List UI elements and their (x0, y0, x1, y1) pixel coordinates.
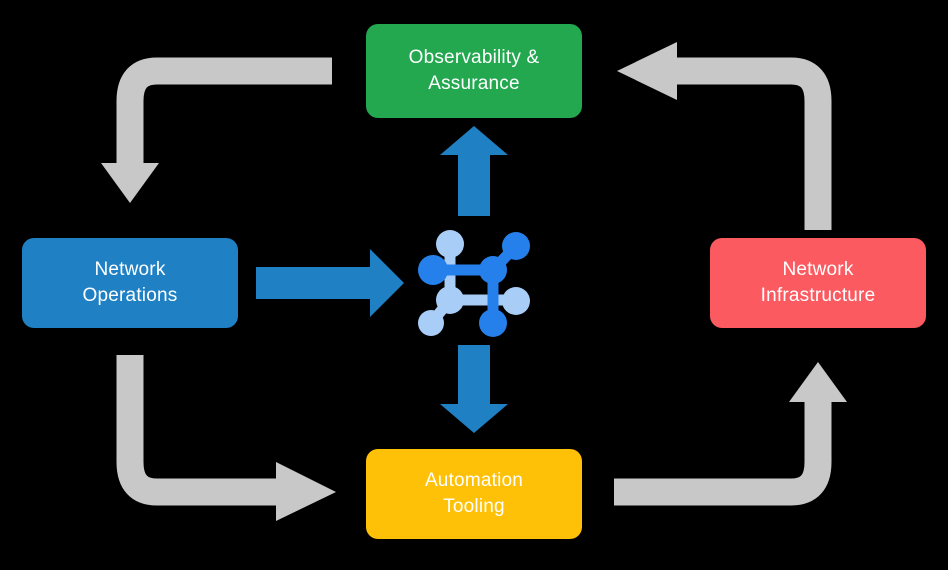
network-topology-icon-svg (418, 230, 530, 337)
node-observability-assurance-label: Observability & Assurance (408, 46, 540, 94)
node-network-operations-label: Network Operations (82, 258, 178, 306)
topology-nodes (418, 230, 530, 337)
connector-infrastructure-to-observability (617, 42, 832, 230)
connector-observability-to-operations (101, 57, 332, 203)
node-network-operations[interactable]: Network Operations (22, 238, 238, 328)
connector-operations-to-center (256, 249, 404, 317)
connector-automation-to-infrastructure (614, 362, 847, 506)
node-network-infrastructure[interactable]: Network Infrastructure (710, 238, 926, 328)
connector-center-to-observability (440, 126, 508, 216)
node-observability-assurance[interactable]: Observability & Assurance (366, 24, 582, 118)
node-automation-tooling-label: Automation Tooling (424, 469, 524, 517)
connector-center-to-automation (440, 345, 508, 433)
connector-operations-to-automation (116, 355, 336, 521)
network-topology-icon (415, 218, 537, 340)
node-network-infrastructure-label: Network Infrastructure (760, 258, 876, 306)
node-automation-tooling[interactable]: Automation Tooling (366, 449, 582, 539)
